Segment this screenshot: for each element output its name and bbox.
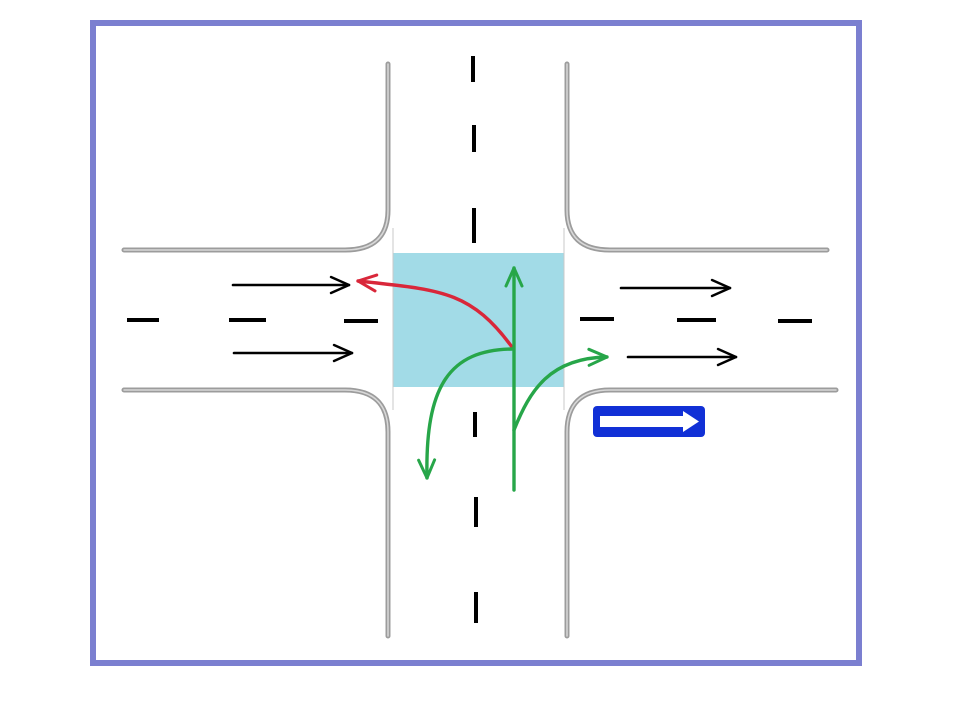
road-curbs <box>121 61 839 639</box>
allowed-maneuver-arrows <box>417 266 609 492</box>
one-way-traffic-sign-icon <box>593 406 705 437</box>
curb-bottom-left-highlight <box>123 389 389 637</box>
right-turn-arrow <box>512 347 609 432</box>
sign-arrow <box>600 411 699 432</box>
curb-bottom-right-highlight <box>566 389 837 637</box>
intersection-area <box>393 253 564 387</box>
traffic-direction-arrows <box>231 275 738 367</box>
curb-top-left-highlight <box>123 63 389 251</box>
curb-bottom-left <box>121 387 391 639</box>
curb-top-right-highlight <box>566 63 828 251</box>
lane-markings <box>127 56 812 623</box>
left-u-turn-arrow <box>417 347 514 480</box>
curb-top-left <box>121 61 391 253</box>
curb-top-right <box>564 61 830 253</box>
diagram-frame <box>90 20 862 666</box>
forbidden-left-turn-arrow <box>356 273 514 349</box>
intersection-edges <box>392 228 565 410</box>
